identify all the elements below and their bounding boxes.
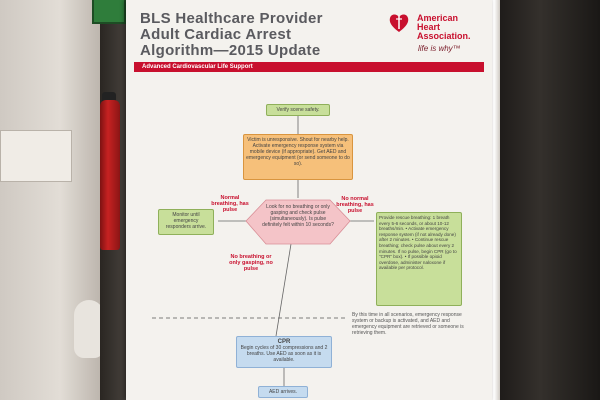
aed-arrives-box: AED arrives. — [258, 386, 308, 398]
wall-right — [500, 0, 600, 400]
no-normal-breathing-label: No normal breathing, has pulse — [336, 196, 374, 214]
section-banner: Advanced Cardiovascular Life Support — [134, 62, 484, 72]
pulse-check-box: Look for no breathing or only gasping an… — [262, 204, 334, 228]
org-name-line2: Heart — [417, 22, 441, 32]
backup-activated-note: By this time in all scenarios, emergency… — [352, 312, 464, 336]
algorithm-poster: BLS Healthcare Provider Adult Cardiac Ar… — [126, 0, 492, 400]
poster-title-line2: Adult Cardiac Arrest — [140, 26, 292, 43]
scene-safety-box: Verify scene safety. — [266, 104, 330, 116]
heart-torch-icon — [389, 14, 409, 32]
cpr-text: Begin cycles of 30 compressions and 2 br… — [240, 345, 328, 363]
org-tagline: life is why™ — [418, 44, 461, 53]
poster-title-line3: Algorithm—2015 Update — [140, 42, 321, 59]
flow-arrows — [152, 116, 374, 386]
org-name-line1: American — [417, 13, 459, 23]
monitor-box: Monitor until emergency responders arriv… — [158, 209, 214, 235]
poster-title-line1: BLS Healthcare Provider — [140, 10, 323, 27]
door-knob — [74, 300, 104, 358]
section-banner-label: Advanced Cardiovascular Life Support — [142, 64, 253, 70]
rescue-breathing-box: Provide rescue breathing: 1 breath every… — [376, 212, 462, 306]
normal-breathing-label: Normal breathing, has pulse — [211, 195, 249, 213]
cpr-title: CPR — [277, 339, 291, 345]
exit-sign-icon — [92, 0, 126, 24]
wall-panel — [0, 130, 72, 182]
org-name-line3: Association. — [417, 31, 471, 41]
unresponsive-box: Victim is unresponsive. Shout for nearby… — [243, 134, 353, 180]
cpr-box: CPR Begin cycles of 30 compressions and … — [236, 336, 332, 368]
fire-extinguisher — [100, 100, 120, 250]
no-breathing-label: No breathing or only gasping, no pulse — [229, 254, 273, 272]
